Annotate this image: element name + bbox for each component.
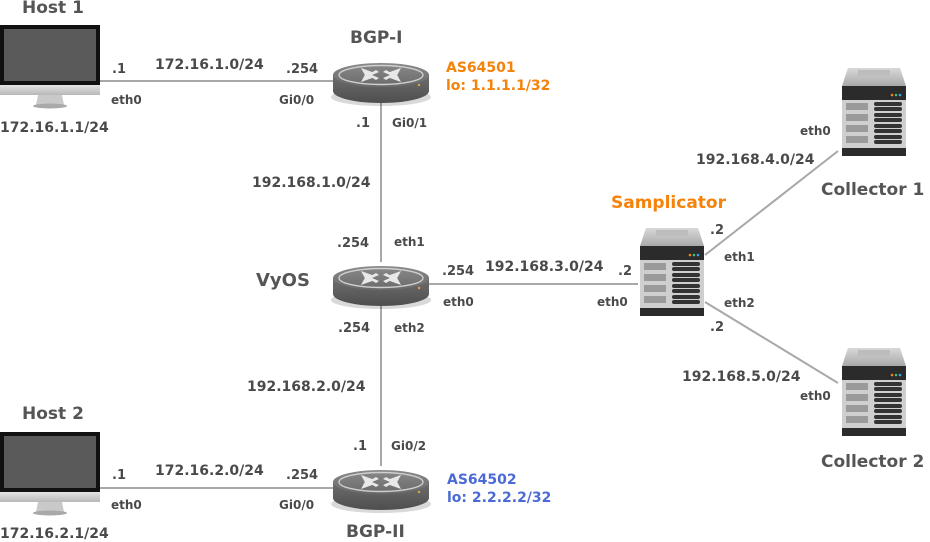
bgp1-router-icon[interactable]	[330, 62, 432, 107]
interface-label: Gi0/0	[279, 498, 315, 512]
interface-label: eth1	[394, 235, 425, 249]
samplicator-server-icon[interactable]	[640, 228, 704, 316]
interface-label: Gi0/2	[391, 439, 427, 453]
interface-label: eth0	[111, 498, 142, 512]
host-octet-label: .254	[286, 62, 319, 77]
host2-icon[interactable]	[0, 432, 100, 516]
link-samplicator-collector1	[704, 150, 839, 256]
host2-name: Host 2	[22, 404, 84, 424]
host2-address: 172.16.2.1/24	[0, 526, 109, 542]
network-label: 192.168.3.0/24	[485, 259, 604, 275]
collector2-server-icon[interactable]	[842, 348, 906, 436]
vyos-router-icon[interactable]	[330, 265, 432, 310]
host-octet-label: .1	[353, 439, 367, 454]
interface-label: eth0	[443, 295, 474, 309]
network-label: 192.168.4.0/24	[696, 152, 815, 168]
host-octet-label: .254	[338, 321, 371, 336]
network-label: 192.168.5.0/24	[682, 369, 801, 385]
network-label: 172.16.1.0/24	[155, 57, 264, 73]
collector2-name: Collector 2	[821, 452, 925, 472]
network-label: 192.168.1.0/24	[252, 175, 371, 191]
host-octet-label: .2	[618, 264, 632, 279]
bgp1-name: BGP-I	[350, 28, 403, 48]
interface-label: eth0	[800, 124, 831, 138]
interface-label: Gi0/1	[392, 116, 428, 130]
bgp1-loopback: lo: 1.1.1.1/32	[446, 78, 551, 94]
interface-label: eth2	[394, 321, 425, 335]
host1-icon[interactable]	[0, 25, 100, 109]
interface-label: eth2	[724, 296, 755, 310]
host1-name: Host 1	[22, 0, 84, 18]
host-octet-label: .1	[356, 116, 370, 131]
bgp2-as-number: AS64502	[447, 472, 517, 488]
host-octet-label: .254	[286, 468, 319, 483]
link-samplicator-collector2	[704, 301, 839, 384]
interface-label: eth0	[800, 389, 831, 403]
host1-address: 172.16.1.1/24	[0, 120, 109, 136]
host-octet-label: .1	[112, 62, 126, 77]
interface-label: eth1	[724, 250, 755, 264]
network-label: 172.16.2.0/24	[155, 463, 264, 479]
collector1-server-icon[interactable]	[842, 68, 906, 156]
network-label: 192.168.2.0/24	[247, 379, 366, 395]
host-octet-label: .1	[112, 468, 126, 483]
interface-label: eth0	[597, 295, 628, 309]
host-octet-label: .254	[337, 236, 370, 251]
host-octet-label: .2	[710, 320, 724, 335]
host-octet-label: .2	[710, 223, 724, 238]
collector1-name: Collector 1	[821, 180, 925, 200]
interface-label: Gi0/0	[279, 93, 315, 107]
samplicator-name: Samplicator	[611, 193, 726, 213]
host-octet-label: .254	[442, 264, 475, 279]
bgp2-router-icon[interactable]	[330, 469, 432, 514]
bgp1-as-number: AS64501	[446, 60, 516, 76]
bgp2-loopback: lo: 2.2.2.2/32	[447, 490, 552, 506]
vyos-name: VyOS	[256, 270, 310, 291]
interface-label: eth0	[111, 93, 142, 107]
bgp2-name: BGP-II	[346, 522, 405, 542]
